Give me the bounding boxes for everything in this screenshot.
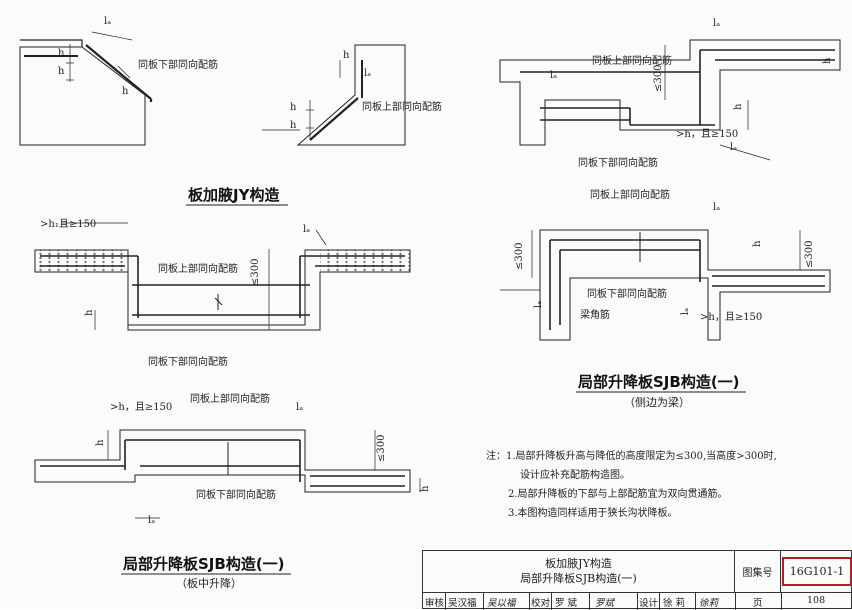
review-label: 审核 [425,598,445,609]
design-label: 设计 [639,598,659,609]
sjb-side-raise-h150: >h，且≥150 [700,311,762,323]
jy-left-drawing [19,31,153,146]
sjb-side-drop-h3: >h，且≥150 [676,128,738,140]
title-block: 板加腋JY构造 局部升降板SJB构造(一) 图集号 16G101-1 审核 吴汉… [422,550,852,610]
sjb-mid-raise-le300: ≤300 [376,435,387,462]
sjb-mid-drop-drawing [34,222,411,331]
sjb-mid-drop-upper: 同板上部同向配筋 [158,262,238,275]
sjb-side-drop-upper: 同板上部同向配筋 [592,54,672,67]
check-label: 校对 [531,598,551,609]
note-prefix: 注： [486,451,506,462]
sjb-mid-raise-h2: h [420,485,431,492]
jy-left-h2: h [58,66,65,77]
sjb-side-raise-corner: 梁角筋 [580,308,610,321]
sjb-mid-drop-lower: 同板下部同向配筋 [148,355,228,368]
sjb-side-raise-le300: ≤300 [514,243,525,270]
sjb-side-drop-le300: ≤300 [653,65,664,92]
sjb-side-drop-h1: h [822,57,833,64]
sjb-mid-drop-h: h [84,309,95,316]
atlas-label: 图集号 [735,551,781,593]
title-jy: 板加腋JY构造 [188,186,279,204]
jy-right-h1: h [343,50,350,61]
sjb-mid-drop-le300: ≤300 [250,259,261,286]
sjb-side-drop-lower: 同板下部同向配筋 [578,156,658,169]
sjb-side-raise-ls3: lₐ [680,308,691,315]
sjb-side-raise-upper: 同板上部同向配筋 [590,188,670,201]
jy-right-h2: h [290,102,297,113]
jy-right-h3: h [290,120,297,131]
sjb-mid-drop-h1: >h₁且≥150 [40,218,96,230]
note-3: 3.本图构造同样适用于狭长沟状降板。 [508,508,678,519]
sjb-side-raise-lower: 同板下部同向配筋 [587,287,667,300]
sjb-mid-drop-ls: lₐ [303,224,310,235]
reviewer-signature: 吴以福 [487,598,516,609]
atlas-number-box: 16G101-1 [781,551,852,593]
jy-right-drawing [262,44,406,146]
note-1a: 1.局部升降板升高与降低的高度限定为≤300,当高度>300时, [506,451,777,462]
sjb-mid-raise-h: h [95,439,106,446]
page-label: 页 [753,598,763,609]
sjb-side-drop-drawing [499,39,841,161]
designer: 徐 莉 [663,598,686,609]
sjb-side-drop-ls1: lₐ [713,18,720,29]
title-sjb-mid: 局部升降板SJB构造(一) [122,555,285,573]
jy-left-h3: h [122,86,129,97]
note-1b: 设计应补充配筋构造图。 [520,470,630,481]
sjb-side-raise-drawing [500,229,831,341]
sjb-mid-raise-h1: >h，且≥150 [110,401,172,413]
title-block-title-2: 局部升降板SJB构造(一) [520,572,637,585]
checker-signature: 罗斌 [595,598,615,609]
atlas-number: 16G101-1 [781,557,852,586]
sjb-side-raise-h1: h [752,240,763,247]
jy-left-h1: h [58,48,65,59]
jy-right-ls: lₐ [364,68,371,79]
checker: 罗 斌 [555,598,578,609]
title-block-title-1: 板加腋JY构造 [545,557,612,570]
designer-signature: 徐莉 [699,598,719,609]
sjb-mid-raise-upper: 同板上部同向配筋 [190,392,270,405]
sjb-mid-raise-lower: 同板下部同向配筋 [196,488,276,501]
sjb-side-drop-h2: h [733,103,744,110]
notes: 注：1.局部升降板升高与降低的高度限定为≤300,当高度>300时, 设计应补充… [486,447,826,523]
sjb-side-raise-ls1: lₐ [713,202,720,213]
title-block-signatures: 审核 吴汉福 吴以福 校对 罗 斌 罗斌 设计 徐 莉 徐莉 页 108 [423,593,852,610]
sjb-side-drop-ls2: lₐ [550,70,557,81]
sjb-side-raise-le300-2: ≤300 [804,241,815,268]
title-block-title: 板加腋JY构造 局部升降板SJB构造(一) [423,551,735,593]
sjb-mid-raise-ls: lₐ [296,402,303,413]
sjb-mid-raise-ls2: lₐ [148,515,155,526]
jy-right-upper-rebar: 同板上部同向配筋 [362,100,442,113]
title-sjb-side: 局部升降板SJB构造(一) [577,373,740,391]
subtitle-sjb-side: （侧边为梁） [624,395,690,409]
sjb-mid-raise-drawing [34,429,421,519]
sjb-side-drop-ls3: lₐ [730,142,737,153]
page-number: 108 [807,595,826,606]
sjb-side-raise-ls2: lₐ [533,301,544,308]
reviewer: 吴汉福 [448,598,477,609]
subtitle-sjb-mid: （板中升降） [176,576,242,590]
jy-left-lower-rebar: 同板下部同向配筋 [138,58,218,71]
note-2: 2.局部升降板的下部与上部配筋宜为双向贯通筋。 [508,489,728,500]
jy-left-ls: lₐ [104,16,111,27]
